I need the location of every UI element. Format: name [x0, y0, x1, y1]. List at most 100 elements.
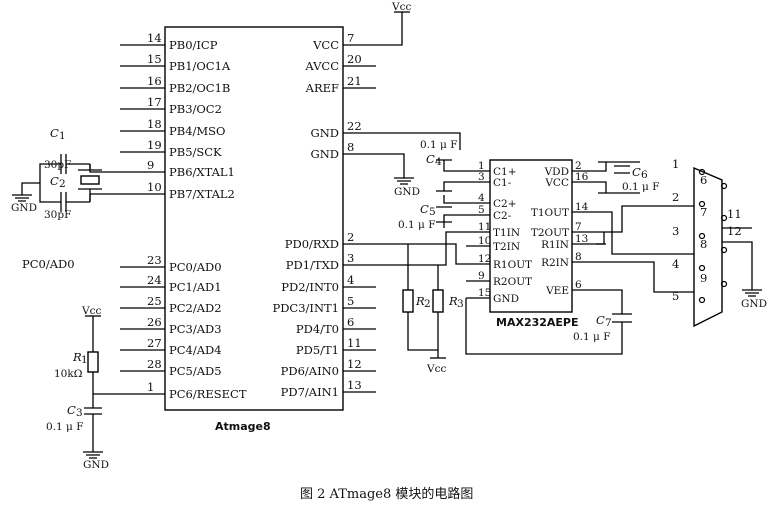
- c5-wires: [443, 195, 466, 228]
- mcu-right-pin-number: 11: [347, 336, 362, 350]
- vcc-mid-wire: [407, 312, 439, 358]
- max232-right-pin-number: 14: [575, 201, 589, 213]
- r3-label: R: [448, 294, 458, 308]
- mcu-right-pin-label: PD4/T0: [296, 322, 339, 336]
- mcu-left-pin-number: 26: [147, 315, 162, 329]
- max232-right-pin-label: T2OUT: [531, 227, 569, 239]
- gnd-right-label: GND: [741, 298, 767, 310]
- max232-left-pin-label: R2OUT: [493, 276, 532, 288]
- max232-left-pin-label: C2+: [493, 198, 517, 210]
- pullup-wires: [407, 244, 439, 290]
- c3-value: 0.1 μ F: [46, 421, 83, 433]
- mcu-right-pin-number: 5: [347, 294, 354, 308]
- mcu-right-pin-label: AREF: [305, 81, 339, 95]
- pc0-side-label: PC0/AD0: [22, 257, 75, 271]
- c3-label: C: [67, 403, 76, 417]
- c4-value: 0.1 μ F: [420, 139, 457, 151]
- vcc-left-label: Vcc: [81, 305, 101, 317]
- c7-value: 0.1 μ F: [573, 331, 610, 343]
- mcu-left-pin-label: PC2/AD2: [169, 301, 222, 315]
- c7-capacitor: [612, 313, 632, 323]
- c4-sub: 4: [435, 156, 442, 168]
- c6-value: 0.1 μ F: [622, 181, 659, 193]
- max232-right-pin-number: 7: [575, 221, 582, 233]
- db9-pin-contact: [698, 200, 706, 208]
- db9-pin-contact: [698, 264, 706, 272]
- figure-caption: 图 2 ATmage8 模块的电路图: [300, 486, 473, 502]
- mcu-left-pin-label: PB4/MSO: [169, 124, 225, 138]
- mcu-right-pin-number: 8: [347, 140, 354, 154]
- db9-ground-wire: [722, 227, 753, 290]
- c7-label: C: [596, 313, 605, 327]
- r2-label: R: [415, 294, 425, 308]
- mcu-left-pin-label: PB3/OC2: [169, 102, 222, 116]
- vcc-wire: [376, 12, 403, 46]
- mcu-left-pin-label: PC6/RESECT: [169, 387, 247, 401]
- db9-pin-contact: [698, 168, 706, 176]
- mcu-right-pin-label: AVCC: [304, 59, 339, 73]
- c5-value: 0.1 μ F: [398, 219, 435, 231]
- mcu-right-pin-number: 7: [347, 31, 354, 45]
- mcu-left-pin-label: PC3/AD3: [169, 322, 222, 336]
- max232-left-pin-number: 3: [478, 171, 485, 183]
- max232-left-pin-number: 4: [478, 192, 485, 204]
- max232-left-pin-number: 11: [478, 221, 491, 233]
- mcu-left-pin-label: PB5/SCK: [169, 145, 222, 159]
- mcu-left-pin-number: 27: [147, 336, 162, 350]
- max232-left-pin-number: 1: [478, 160, 485, 172]
- mcu-left-pin-number: 25: [147, 294, 162, 308]
- max232-name: MAX232AEPE: [496, 316, 579, 329]
- max232-right-pin-number: 16: [575, 171, 589, 183]
- mcu-left-pin-label: PB0/ICP: [169, 38, 218, 52]
- max232-box: [489, 159, 573, 313]
- max232-right-pin-label: VEE: [545, 285, 569, 297]
- mcu-left-pin-label: PC5/AD5: [169, 364, 222, 378]
- c3-capacitor: [84, 394, 102, 452]
- max-gnd-wire: [465, 298, 623, 355]
- vcc-top-label: Vcc: [391, 1, 411, 13]
- mcu-left-pin-number: 23: [147, 253, 162, 267]
- mcu-left-pin-label: PC0/AD0: [169, 260, 222, 274]
- c1-label: C: [50, 126, 59, 140]
- mcu-box: [164, 26, 344, 411]
- max232-left-pin-number: 9: [478, 270, 485, 282]
- max232-right-pin-number: 2: [575, 160, 582, 172]
- mcu-right-pin-label: PD2/INT0: [281, 280, 339, 294]
- c5-label: C: [420, 202, 429, 216]
- mcu-right-pin-label: PD1/TXD: [286, 258, 339, 272]
- db9-pin-number: 2: [672, 190, 679, 204]
- mcu-name: Atmage8: [215, 420, 271, 433]
- mcu-right-pin-label: PD0/RXD: [285, 237, 339, 251]
- db9-pin-number: 12: [727, 224, 742, 238]
- mcu-left-pin-number: 16: [147, 74, 162, 88]
- mcu-right-pin-number: 20: [347, 52, 362, 66]
- mcu-right-pin-label: PD7/AIN1: [281, 385, 339, 399]
- c2-label: C: [50, 174, 59, 188]
- mcu-left-pin-number: 14: [147, 31, 162, 45]
- db9-pin-contact: [698, 232, 706, 240]
- db9-pin-contact: [720, 214, 728, 222]
- db9-pin-number: 3: [672, 224, 679, 238]
- max232-right-pin-label: R2IN: [541, 257, 569, 269]
- mcu-right-pin-label: GND: [311, 147, 339, 161]
- xtal-gnd-wire: [21, 182, 40, 195]
- r1-resistor: [87, 351, 99, 373]
- max232-left-pin-label: T1IN: [493, 227, 520, 239]
- max232-left-pin-number: 15: [478, 287, 491, 299]
- mcu-right-pin-label: GND: [311, 126, 339, 140]
- mcu-left-pin-number: 18: [147, 117, 162, 131]
- c6-sub: 6: [641, 169, 648, 181]
- c6-capacitor: [614, 165, 630, 174]
- max232-left-pin-label: C2-: [493, 210, 512, 222]
- mcu-left-pin-label: PC1/AD1: [169, 280, 222, 294]
- db9-pin-number: 9: [700, 271, 707, 285]
- c1-sub: 1: [59, 130, 66, 142]
- db9-pin-number: 1: [672, 157, 679, 171]
- mcu-left-pin-label: PB1/OC1A: [169, 59, 231, 73]
- r3-sub: 3: [457, 298, 464, 310]
- vcc-mid-label: Vcc: [426, 363, 446, 375]
